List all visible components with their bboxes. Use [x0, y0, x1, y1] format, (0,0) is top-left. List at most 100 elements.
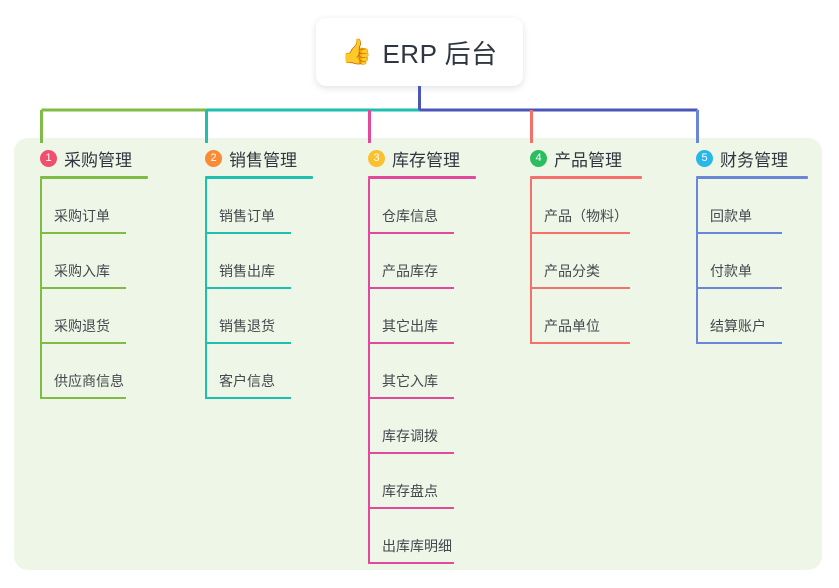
- leaf-item-label: 产品分类: [544, 263, 600, 279]
- leaf-item-label: 回款单: [710, 208, 752, 224]
- leaf-item-rule: [530, 342, 630, 344]
- leaf-item[interactable]: 客户信息: [205, 344, 313, 399]
- leaf-item-label: 销售出库: [219, 263, 275, 279]
- leaf-item-rule: [530, 287, 630, 289]
- column-header-rule: [368, 176, 476, 179]
- column-title: 采购管理: [64, 150, 132, 170]
- leaf-item[interactable]: 产品单位: [530, 289, 642, 344]
- column-header-3[interactable]: 3 库存管理: [368, 146, 476, 170]
- leaf-item-rule: [205, 287, 291, 289]
- leaf-item-rule: [696, 342, 782, 344]
- leaf-item[interactable]: 出库库明细: [368, 509, 476, 564]
- leaf-item-rule: [40, 342, 126, 344]
- leaf-item[interactable]: 采购订单: [40, 179, 148, 234]
- leaf-list: 产品（物料） 产品分类产品单位: [530, 179, 642, 344]
- leaf-item-rule: [40, 397, 126, 399]
- leaf-item-label: 库存盘点: [382, 483, 438, 499]
- leaf-item-label: 结算账户: [710, 318, 766, 334]
- leaf-item-label: 供应商信息: [54, 373, 124, 389]
- leaf-item-rule: [368, 452, 454, 454]
- column-title: 财务管理: [720, 150, 788, 170]
- leaf-item[interactable]: 采购入库: [40, 234, 148, 289]
- leaf-item-label: 产品库存: [382, 263, 438, 279]
- leaf-item-rule: [368, 507, 454, 509]
- column-spine: [368, 179, 370, 564]
- leaf-item-rule: [40, 232, 126, 234]
- leaf-item-rule: [368, 232, 454, 234]
- column-spine: [530, 179, 532, 344]
- leaf-item-rule: [530, 232, 630, 234]
- leaf-item-label: 仓库信息: [382, 208, 438, 224]
- leaf-item[interactable]: 采购退货: [40, 289, 148, 344]
- column-header-5[interactable]: 5 财务管理: [696, 146, 808, 170]
- column-spine: [205, 179, 207, 399]
- leaf-item[interactable]: 产品分类: [530, 234, 642, 289]
- leaf-item[interactable]: 库存盘点: [368, 454, 476, 509]
- leaf-item-rule: [205, 232, 291, 234]
- leaf-item[interactable]: 销售出库: [205, 234, 313, 289]
- diagram-panel: [14, 138, 822, 570]
- column-5: 5 财务管理回款单付款单结算账户: [696, 146, 808, 344]
- column-1: 1 采购管理采购订单采购入库采购退货供应商信息: [40, 146, 148, 399]
- leaf-item-rule: [696, 232, 782, 234]
- column-badge-icon: 1: [40, 149, 57, 167]
- column-4: 4 产品管理产品（物料） 产品分类产品单位: [530, 146, 642, 344]
- leaf-list: 销售订单销售出库销售退货客户信息: [205, 179, 313, 399]
- leaf-list: 回款单付款单结算账户: [696, 179, 808, 344]
- column-2: 2 销售管理销售订单销售出库销售退货客户信息: [205, 146, 313, 399]
- leaf-item-rule: [205, 342, 291, 344]
- leaf-item[interactable]: 供应商信息: [40, 344, 148, 399]
- leaf-item-label: 其它出库: [382, 318, 438, 334]
- leaf-item-label: 客户信息: [219, 373, 275, 389]
- leaf-item-rule: [40, 287, 126, 289]
- column-spine: [40, 179, 42, 399]
- column-header-2[interactable]: 2 销售管理: [205, 146, 313, 170]
- leaf-item-label: 付款单: [710, 263, 752, 279]
- root-node-erp[interactable]: 👍 ERP 后台: [316, 18, 523, 86]
- column-badge-icon: 4: [530, 149, 547, 167]
- leaf-item-label: 销售退货: [219, 318, 275, 334]
- column-badge-icon: 2: [205, 149, 222, 167]
- leaf-item-rule: [368, 287, 454, 289]
- leaf-item-label: 采购入库: [54, 263, 110, 279]
- leaf-item[interactable]: 销售退货: [205, 289, 313, 344]
- leaf-item-label: 采购订单: [54, 208, 110, 224]
- thumbs-up-icon: 👍: [341, 37, 373, 66]
- column-spine: [696, 179, 698, 344]
- leaf-item[interactable]: 回款单: [696, 179, 808, 234]
- leaf-item-label: 库存调拨: [382, 428, 438, 444]
- leaf-item[interactable]: 产品库存: [368, 234, 476, 289]
- column-title: 销售管理: [229, 150, 297, 170]
- leaf-item-label: 产品单位: [544, 318, 600, 334]
- column-header-4[interactable]: 4 产品管理: [530, 146, 642, 170]
- column-header-rule: [696, 176, 808, 179]
- leaf-item-rule: [205, 397, 291, 399]
- leaf-item-label: 产品（物料）: [544, 208, 628, 224]
- leaf-item-label: 其它入库: [382, 373, 438, 389]
- leaf-item-label: 采购退货: [54, 318, 110, 334]
- column-3: 3 库存管理仓库信息产品库存其它出库其它入库库存调拨库存盘点出库库明细: [368, 146, 476, 564]
- column-badge-icon: 5: [696, 149, 713, 167]
- leaf-item[interactable]: 库存调拨: [368, 399, 476, 454]
- column-header-rule: [530, 176, 642, 179]
- leaf-item[interactable]: 其它出库: [368, 289, 476, 344]
- leaf-item-rule: [368, 397, 454, 399]
- leaf-item-rule: [368, 342, 454, 344]
- column-title: 库存管理: [392, 150, 460, 170]
- column-header-rule: [205, 176, 313, 179]
- leaf-item[interactable]: 销售订单: [205, 179, 313, 234]
- leaf-item-label: 出库库明细: [382, 538, 452, 554]
- leaf-item-rule: [368, 562, 454, 564]
- root-node-title: ERP 后台: [382, 38, 498, 69]
- leaf-item[interactable]: 仓库信息: [368, 179, 476, 234]
- leaf-item[interactable]: 结算账户: [696, 289, 808, 344]
- column-header-1[interactable]: 1 采购管理: [40, 146, 148, 170]
- leaf-item-label: 销售订单: [219, 208, 275, 224]
- column-title: 产品管理: [554, 150, 622, 170]
- column-badge-icon: 3: [368, 149, 385, 167]
- leaf-list: 仓库信息产品库存其它出库其它入库库存调拨库存盘点出库库明细: [368, 179, 476, 564]
- leaf-item[interactable]: 其它入库: [368, 344, 476, 399]
- leaf-item[interactable]: 付款单: [696, 234, 808, 289]
- leaf-item[interactable]: 产品（物料）: [530, 179, 642, 234]
- leaf-list: 采购订单采购入库采购退货供应商信息: [40, 179, 148, 399]
